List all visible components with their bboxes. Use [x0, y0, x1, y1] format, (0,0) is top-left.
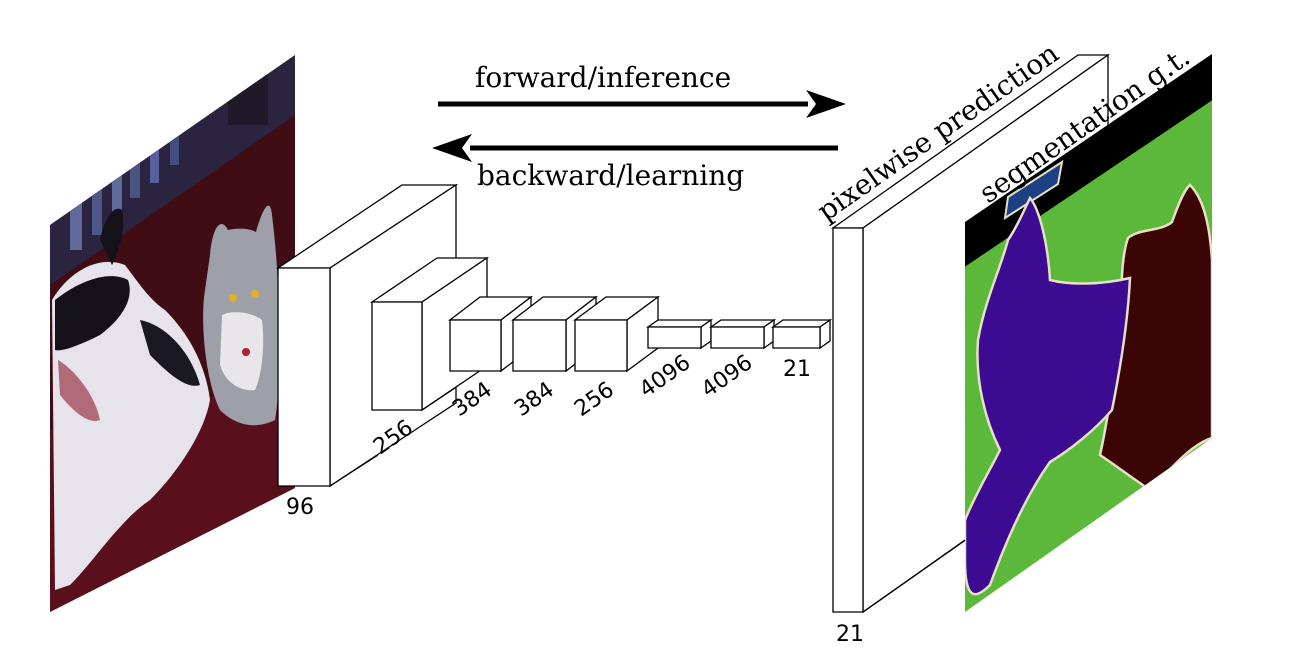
layer-block-1	[275, 183, 459, 488]
layer-label-4: 384	[510, 377, 559, 422]
layer-blocks	[275, 183, 833, 488]
layer-block-7	[708, 318, 777, 350]
input-image	[50, 55, 295, 612]
layer-label-1: 96	[286, 495, 314, 520]
backward-arrow	[432, 134, 838, 162]
prediction-connector	[862, 539, 966, 613]
layer-block-6	[645, 318, 714, 350]
layer-label-7: 4096	[697, 350, 757, 403]
forward-arrow	[438, 90, 846, 118]
layer-block-8	[770, 318, 833, 350]
forward-label: forward/inference	[475, 61, 731, 94]
backward-label: backward/learning	[477, 159, 744, 192]
layer-label-5: 256	[570, 377, 619, 422]
layer-label-8: 21	[783, 357, 811, 382]
prediction-depth-label: 21	[836, 622, 864, 647]
